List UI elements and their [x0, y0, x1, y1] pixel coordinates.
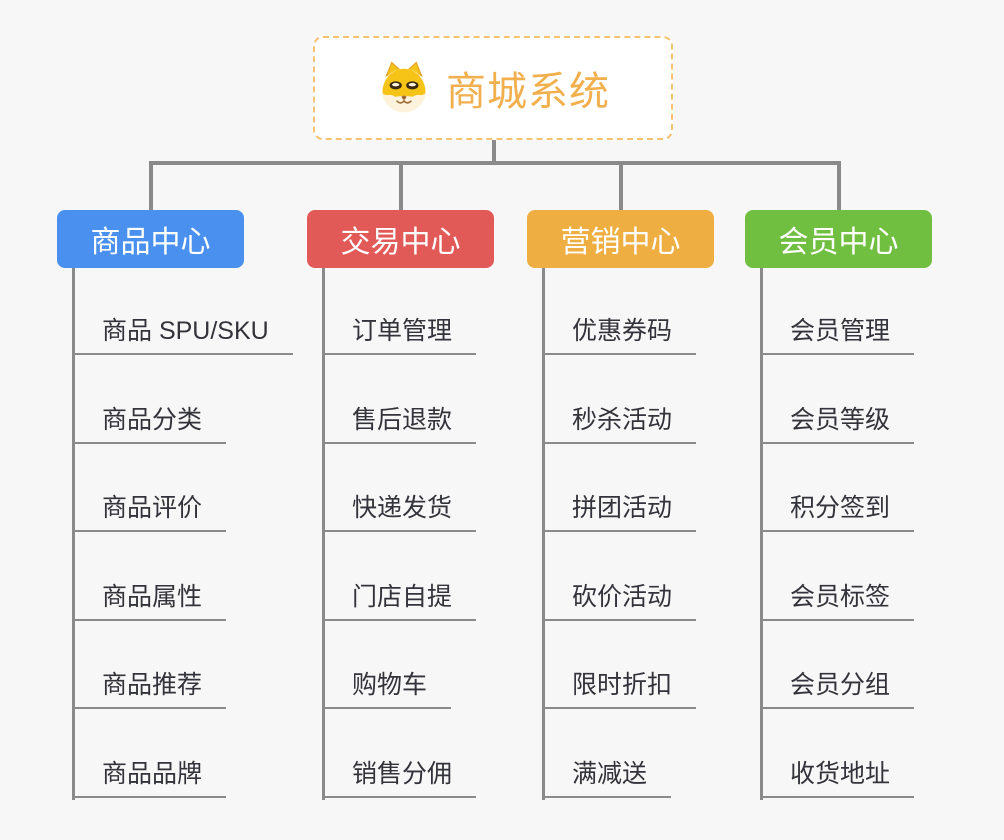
connector-drop [148, 161, 153, 210]
leaf-item[interactable]: 拼团活动 [542, 492, 697, 532]
branch-header[interactable]: 交易中心 [307, 210, 494, 268]
leaf-item[interactable]: 快递发货 [322, 492, 477, 532]
branch-header[interactable]: 营销中心 [527, 210, 714, 268]
connector-drop [618, 161, 623, 210]
leaf-item[interactable]: 购物车 [322, 669, 452, 709]
root-title: 商城系统 [446, 70, 610, 114]
leaf-item[interactable]: 门店自提 [322, 581, 477, 621]
leaf-item[interactable]: 积分签到 [760, 492, 915, 532]
connector-drop [398, 161, 403, 210]
leaf-item[interactable]: 订单管理 [322, 315, 477, 355]
leaf-item[interactable]: 商品属性 [72, 581, 227, 621]
branch-header[interactable]: 商品中心 [57, 210, 244, 268]
connector-trunk [760, 268, 763, 800]
leaf-item[interactable]: 商品评价 [72, 492, 227, 532]
root-node[interactable]: 商城系统 [313, 36, 673, 140]
connector-drop [836, 161, 841, 210]
connector-trunk [72, 268, 75, 800]
leaf-item[interactable]: 商品分类 [72, 404, 227, 444]
connector-root-stub [492, 140, 496, 163]
leaf-item[interactable]: 会员分组 [760, 669, 915, 709]
leaf-item[interactable]: 销售分佣 [322, 758, 477, 798]
connector-trunk [322, 268, 325, 800]
connector-bus [149, 161, 841, 165]
branch-header[interactable]: 会员中心 [745, 210, 932, 268]
leaf-item[interactable]: 商品品牌 [72, 758, 227, 798]
connector-trunk [542, 268, 545, 800]
leaf-item[interactable]: 商品推荐 [72, 669, 227, 709]
leaf-item[interactable]: 秒杀活动 [542, 404, 697, 444]
leaf-item[interactable]: 售后退款 [322, 404, 477, 444]
leaf-item[interactable]: 优惠券码 [542, 315, 697, 355]
leaf-item[interactable]: 会员等级 [760, 404, 915, 444]
leaf-item[interactable]: 砍价活动 [542, 581, 697, 621]
leaf-item[interactable]: 会员标签 [760, 581, 915, 621]
leaf-item[interactable]: 商品 SPU/SKU [72, 315, 293, 355]
leaf-item[interactable]: 收货地址 [760, 758, 915, 798]
doge-icon [382, 61, 426, 113]
leaf-item[interactable]: 满减送 [542, 758, 672, 798]
leaf-item[interactable]: 会员管理 [760, 315, 915, 355]
leaf-item[interactable]: 限时折扣 [542, 669, 697, 709]
